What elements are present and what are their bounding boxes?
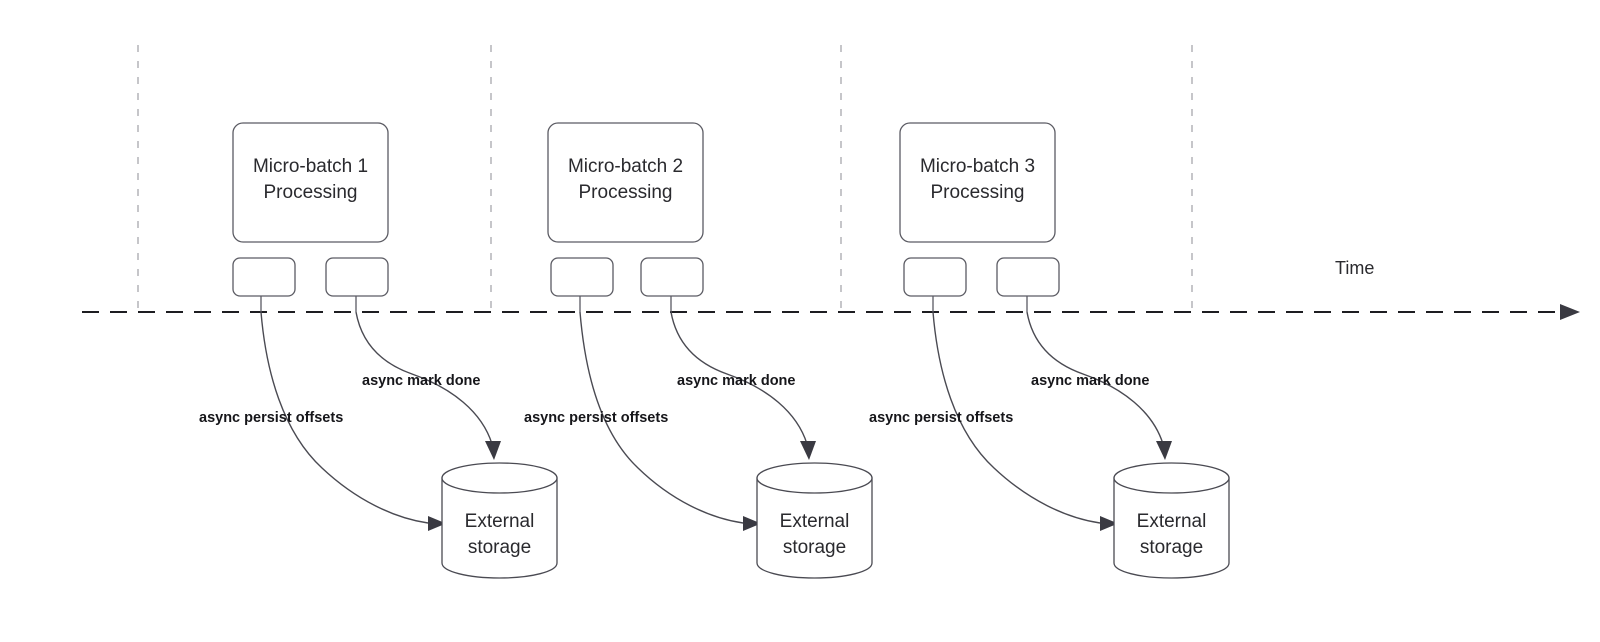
external-storage-3-top (1113, 462, 1230, 494)
edge-markdone-2 (670, 296, 816, 460)
edge-persist-1-path (260, 311, 429, 524)
group-1: Micro-batch 1 Processing External storag… (199, 122, 558, 579)
external-storage-2-body (756, 477, 873, 579)
micro-batch-3-rect (899, 122, 1056, 243)
edge-markdone-3-path (1026, 311, 1164, 445)
external-storage-3-body (1113, 477, 1230, 579)
edge-markdone-1 (355, 296, 501, 460)
edge-label-persist-3: async persist offsets (869, 410, 1013, 426)
group-2: Micro-batch 2 Processing External storag… (524, 122, 873, 579)
external-storage-3: External storage (1113, 462, 1230, 579)
external-storage-1-body (441, 477, 558, 579)
micro-batch-3-box: Micro-batch 3 Processing (899, 122, 1056, 243)
task-box-1a (232, 257, 296, 297)
micro-batch-1-label-line1: Micro-batch 1 (253, 156, 368, 177)
micro-batch-2-label-line2: Processing (579, 182, 673, 203)
external-storage-1-label-line2: storage (468, 537, 531, 558)
edge-label-persist-2: async persist offsets (524, 410, 668, 426)
edge-persist-3-path (932, 311, 1101, 524)
task-box-2b (640, 257, 704, 297)
task-box-3a (903, 257, 967, 297)
task-box-3b (996, 257, 1060, 297)
external-storage-3-label-line2: storage (1140, 537, 1203, 558)
edge-label-persist-1: async persist offsets (199, 410, 343, 426)
micro-batch-2-rect (547, 122, 704, 243)
edge-persist-2-path (579, 311, 744, 524)
edge-persist-2-arrowhead (743, 516, 761, 531)
external-storage-1: External storage (441, 462, 558, 579)
edge-label-markdone-3: async mark done (1031, 373, 1149, 389)
edge-persist-3 (932, 296, 1118, 531)
micro-batch-3-label-line2: Processing (931, 182, 1025, 203)
time-axis-label: Time (1335, 258, 1374, 278)
timeline-dividers (137, 45, 1193, 312)
micro-batch-1-label-line2: Processing (264, 182, 358, 203)
edge-persist-1 (260, 296, 446, 531)
external-storage-1-top (441, 462, 558, 494)
edge-persist-3-arrowhead (1100, 516, 1118, 531)
time-axis-arrowhead (1560, 304, 1580, 320)
external-storage-2-label-line1: External (780, 511, 850, 532)
external-storage-2-top (756, 462, 873, 494)
micro-batch-1-rect (232, 122, 389, 243)
edge-markdone-2-arrowhead (800, 441, 816, 460)
edge-markdone-3 (1026, 296, 1172, 460)
edge-label-markdone-2: async mark done (677, 373, 795, 389)
micro-batch-1-box: Micro-batch 1 Processing (232, 122, 389, 243)
edge-markdone-3-arrowhead (1156, 441, 1172, 460)
edge-persist-1-arrowhead (428, 516, 446, 531)
group-3: Micro-batch 3 Processing External storag… (869, 122, 1230, 579)
edge-markdone-2-path (670, 311, 808, 445)
edge-markdone-1-arrowhead (485, 441, 501, 460)
task-box-2a (550, 257, 614, 297)
time-axis: Time (82, 258, 1580, 320)
external-storage-1-label-line1: External (465, 511, 535, 532)
external-storage-3-label-line1: External (1137, 511, 1207, 532)
micro-batch-3-label-line1: Micro-batch 3 (920, 156, 1035, 177)
micro-batch-2-box: Micro-batch 2 Processing (547, 122, 704, 243)
micro-batch-2-label-line1: Micro-batch 2 (568, 156, 683, 177)
external-storage-2-label-line2: storage (783, 537, 846, 558)
edge-markdone-1-path (355, 311, 493, 445)
task-box-1b (325, 257, 389, 297)
external-storage-2: External storage (756, 462, 873, 579)
edge-label-markdone-1: async mark done (362, 373, 480, 389)
edge-persist-2 (579, 296, 761, 531)
